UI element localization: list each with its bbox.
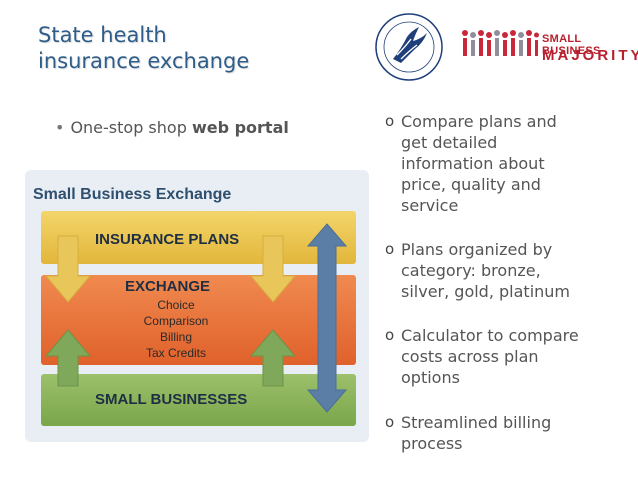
list-item-line: costs across plan (401, 347, 539, 366)
list-item: o Plans organized by category: bronze, s… (385, 239, 570, 302)
diagram-title: Small Business Exchange (33, 186, 232, 203)
title-line-2: insurance exchange (38, 49, 250, 73)
list-item-line: category: bronze, (401, 261, 541, 280)
list-item: o Calculator to compare costs across pla… (385, 325, 579, 388)
bullet-marker: o (385, 326, 395, 344)
sbm-logo-line1: SMALL BUSINESS (542, 33, 601, 57)
list-item: o Streamlined billing process (385, 412, 551, 454)
list-item-line: service (401, 196, 459, 215)
list-item: o Compare plans and get detailed informa… (385, 111, 557, 216)
list-item-line: options (401, 368, 460, 387)
insurance-plans-label: INSURANCE PLANS (95, 231, 240, 248)
bullet-dot: • (55, 118, 65, 137)
web-portal-prefix: One-stop shop (70, 118, 192, 137)
list-item-line: Plans organized by (401, 240, 553, 259)
exchange-function-billing: Billing (159, 330, 192, 344)
page-title: State health insurance exchange (38, 22, 249, 74)
list-item-line: Streamlined billing (401, 413, 552, 432)
list-item-line: Calculator to compare (401, 326, 579, 345)
list-item-line: get detailed (401, 133, 498, 152)
exchange-band (41, 275, 356, 365)
sbm-logo-line2: MAJORITY (542, 47, 638, 64)
exchange-function-tax-credits: Tax Credits (145, 346, 207, 360)
list-item-line: information about (401, 154, 545, 173)
small-businesses-band (41, 374, 356, 426)
small-businesses-label: SMALL BUSINESSES (95, 391, 248, 408)
exchange-function-comparison: Comparison (143, 314, 209, 328)
sbm-figures-icon (462, 30, 539, 56)
list-item-line: price, quality and (401, 175, 541, 194)
list-item-line: silver, gold, platinum (401, 282, 570, 301)
bullet-marker: o (385, 240, 395, 258)
exchange-label: EXCHANGE (125, 278, 211, 295)
title-line-1: State health (38, 23, 167, 47)
web-portal-bullet: • One-stop shop web portal (55, 118, 289, 137)
insurance-plans-band (41, 211, 356, 264)
web-portal-emphasis: web portal (191, 118, 289, 137)
exchange-function-choice: Choice (157, 298, 195, 312)
bullet-marker: o (385, 112, 395, 130)
list-item-line: Compare plans and (401, 112, 557, 131)
hhs-seal-icon (371, 9, 447, 85)
list-item-line: process (401, 434, 463, 453)
bullet-marker: o (385, 413, 395, 431)
